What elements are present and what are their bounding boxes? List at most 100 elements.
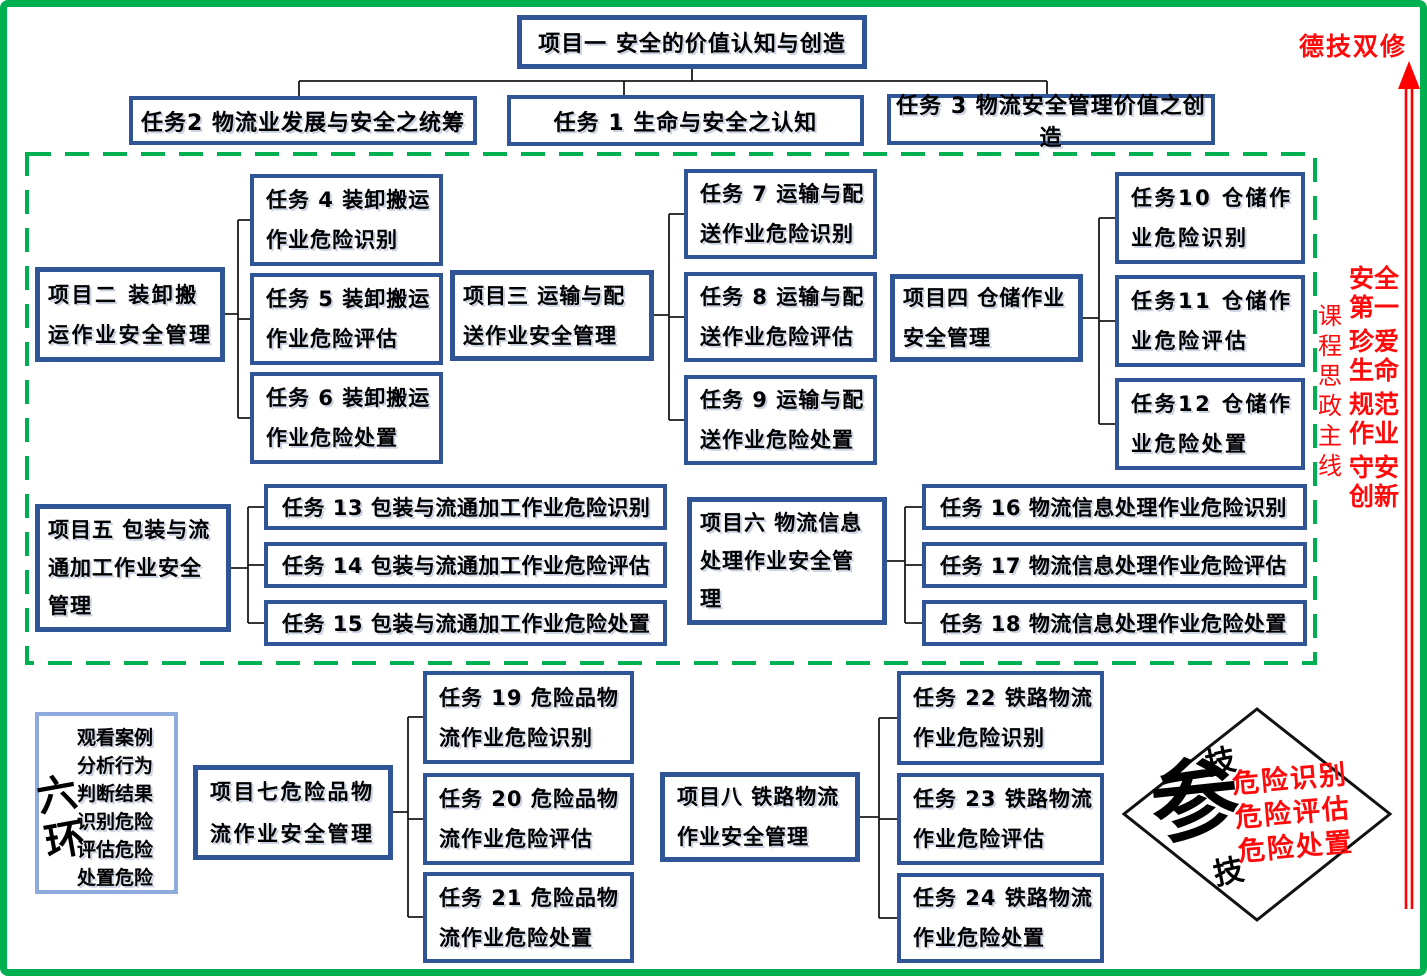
project-3-box: 项目三 运输与配 送作业安全管理 (450, 270, 654, 361)
task-21-box: 任务 21 危险品物 流作业危险处置 (423, 872, 634, 963)
task-18-label: 任务 18 物流信息处理作业危险处置 (940, 612, 1287, 636)
project-2-box: 项目二 装卸搬 运作业安全管理 (35, 267, 225, 362)
task-18-box: 任务 18 物流信息处理作业危险处置 (922, 600, 1307, 646)
task-11-box: 任务11 仓储作 业危险评估 (1115, 275, 1305, 367)
task-4-box: 任务 4 装卸搬运 作业危险识别 (250, 174, 443, 266)
task-10-line-1: 任务10 仓储作 (1131, 186, 1293, 210)
safety-phrases-vertical-text: 安全第一 珍爱生命 规范作业 守安创新 (1347, 264, 1401, 516)
project-7-line-2: 流作业安全管理 (210, 821, 375, 846)
task-3-label: 任务 3 物流安全管理价值之创造 (896, 93, 1206, 151)
step-4: 识别危险 (77, 811, 154, 833)
task-14-label: 任务 14 包装与流通加工作业危险评估 (282, 554, 651, 578)
task-24-line-2: 作业危险处置 (913, 926, 1045, 950)
project-7-box: 项目七危险品物 流作业安全管理 (193, 765, 393, 860)
safety-phrase-4: 守安创新 (1348, 453, 1399, 511)
task-13-box: 任务 13 包装与流通加工作业危险识别 (264, 484, 667, 530)
task-24-line-1: 任务 24 铁路物流 (913, 886, 1093, 910)
task-23-line-1: 任务 23 铁路物流 (913, 787, 1093, 811)
task-16-box: 任务 16 物流信息处理作业危险识别 (922, 484, 1307, 530)
task-11-line-2: 业危险评估 (1131, 329, 1249, 353)
task-8-box: 任务 8 运输与配 送作业危险评估 (684, 272, 877, 362)
project-8-line-2: 作业安全管理 (677, 825, 809, 849)
task-2-label: 任务2 物流业发展与安全之统筹 (141, 110, 465, 136)
task-5-box: 任务 5 装卸搬运 作业危险评估 (250, 273, 443, 365)
task-9-line-2: 送作业危险处置 (700, 428, 854, 452)
project-1-box: 项目一 安全的价值认知与创造 (517, 15, 867, 69)
diamond-three-calligraphy: 参 (1145, 744, 1245, 858)
project-5-line-2: 通加工作业安全 (48, 556, 202, 580)
safety-phrase-1: 安全第一 (1348, 264, 1399, 322)
task-17-box: 任务 17 物流信息处理作业危险评估 (922, 542, 1307, 588)
task-4-line-2: 作业危险识别 (266, 228, 398, 252)
task-12-line-1: 任务12 仓储作 (1131, 392, 1293, 416)
task-15-box: 任务 15 包装与流通加工作业危险处置 (264, 600, 667, 646)
safety-phrase-3: 规范作业 (1348, 390, 1399, 448)
task-7-line-1: 任务 7 运输与配 (700, 182, 865, 206)
project-5-line-3: 管理 (48, 594, 92, 618)
task-14-box: 任务 14 包装与流通加工作业危险评估 (264, 542, 667, 588)
diamond-risk-lines: 危险识别 危险评估 危险处置 (1231, 758, 1355, 870)
vertical-red-arrow (1398, 61, 1420, 909)
project-6-line-3: 理 (700, 587, 722, 611)
task-2-box: 任务2 物流业发展与安全之统筹 (129, 96, 477, 145)
project-6-line-1: 项目六 物流信息 (700, 511, 863, 535)
project-4-line-1: 项目四 仓储作业 (903, 286, 1066, 310)
six-steps-case-box: 观看案例 分析行为 判断结果 识别危险 评估危险 处置危险 六环 (33, 712, 178, 894)
project-3-line-1: 项目三 运输与配 (463, 283, 626, 308)
task-10-box: 任务10 仓储作 业危险识别 (1115, 172, 1305, 264)
task-13-label: 任务 13 包装与流通加工作业危险识别 (282, 496, 651, 520)
task-11-line-1: 任务11 仓储作 (1131, 289, 1293, 313)
step-1: 观看案例 (77, 727, 154, 749)
task-19-line-2: 流作业危险识别 (439, 725, 593, 750)
motto-dejishuangxiu: 德技双修 (1299, 32, 1408, 61)
task-10-line-2: 业危险识别 (1131, 226, 1249, 250)
task-1-label: 任务 1 生命与安全之认知 (553, 110, 818, 136)
task-22-box: 任务 22 铁路物流 作业危险识别 (897, 671, 1104, 765)
safety-phrase-2: 珍爱生命 (1348, 327, 1399, 385)
project-5-box: 项目五 包装与流 通加工作业安全 管理 (35, 504, 231, 632)
task-4-line-1: 任务 4 装卸搬运 (266, 188, 431, 212)
diagram-lines-layer (25, 61, 1420, 922)
task-12-line-2: 业危险处置 (1131, 432, 1249, 456)
task-19-box: 任务 19 危险品物 流作业危险识别 (423, 671, 634, 764)
task-7-box: 任务 7 运输与配 送作业危险识别 (684, 169, 877, 259)
task-1-box: 任务 1 生命与安全之认知 (507, 95, 864, 146)
three-skills-diamond (1121, 707, 1393, 922)
project-6-line-2: 处理作业安全管 (700, 549, 854, 573)
task-9-box: 任务 9 运输与配 送作业危险处置 (684, 375, 877, 465)
task-16-label: 任务 16 物流信息处理作业危险识别 (940, 496, 1287, 520)
task-20-line-2: 流作业危险评估 (439, 827, 593, 851)
task-15-label: 任务 15 包装与流通加工作业危险处置 (282, 612, 651, 636)
task-8-line-2: 送作业危险评估 (700, 325, 854, 349)
project-2-line-1: 项目二 装卸搬 (48, 282, 199, 307)
project-1-label: 项目一 安全的价值认知与创造 (538, 32, 846, 57)
project-6-box: 项目六 物流信息 处理作业安全管 理 (687, 497, 887, 625)
task-22-line-2: 作业危险识别 (913, 726, 1045, 750)
ideology-dashed-frame (25, 152, 1317, 665)
task-20-box: 任务 20 危险品物 流作业危险评估 (423, 773, 634, 865)
task-17-label: 任务 17 物流信息处理作业危险评估 (940, 554, 1287, 578)
task-19-line-1: 任务 19 危险品物 (439, 685, 619, 710)
step-5: 评估危险 (77, 839, 154, 861)
project-3-line-2: 送作业安全管理 (463, 323, 617, 348)
step-6: 处置危险 (77, 867, 154, 889)
project-8-line-1: 项目八 铁路物流 (677, 785, 840, 809)
project-8-box: 项目八 铁路物流 作业安全管理 (660, 772, 860, 862)
connector-lines (225, 69, 1115, 919)
task-6-line-2: 作业危险处置 (266, 426, 398, 450)
task-12-box: 任务12 仓储作 业危险处置 (1115, 378, 1305, 470)
task-9-line-1: 任务 9 运输与配 (700, 388, 865, 412)
task-23-box: 任务 23 铁路物流 作业危险评估 (897, 773, 1104, 865)
task-21-line-2: 流作业危险处置 (439, 925, 593, 950)
task-24-box: 任务 24 铁路物流 作业危险处置 (897, 873, 1104, 963)
task-22-line-1: 任务 22 铁路物流 (913, 686, 1093, 710)
project-4-box: 项目四 仓储作业 安全管理 (890, 274, 1083, 362)
task-7-line-2: 送作业危险识别 (700, 222, 854, 246)
task-6-line-1: 任务 6 装卸搬运 (266, 386, 431, 410)
task-3-box: 任务 3 物流安全管理价值之创造 (887, 94, 1215, 151)
project-2-line-2: 运作业安全管理 (48, 322, 213, 347)
ideology-mainline-vertical-text: 课程思政主线 (1318, 302, 1342, 480)
task-6-box: 任务 6 装卸搬运 作业危险处置 (250, 372, 443, 464)
task-20-line-1: 任务 20 危险品物 (439, 787, 619, 811)
task-5-line-1: 任务 5 装卸搬运 (266, 287, 431, 311)
